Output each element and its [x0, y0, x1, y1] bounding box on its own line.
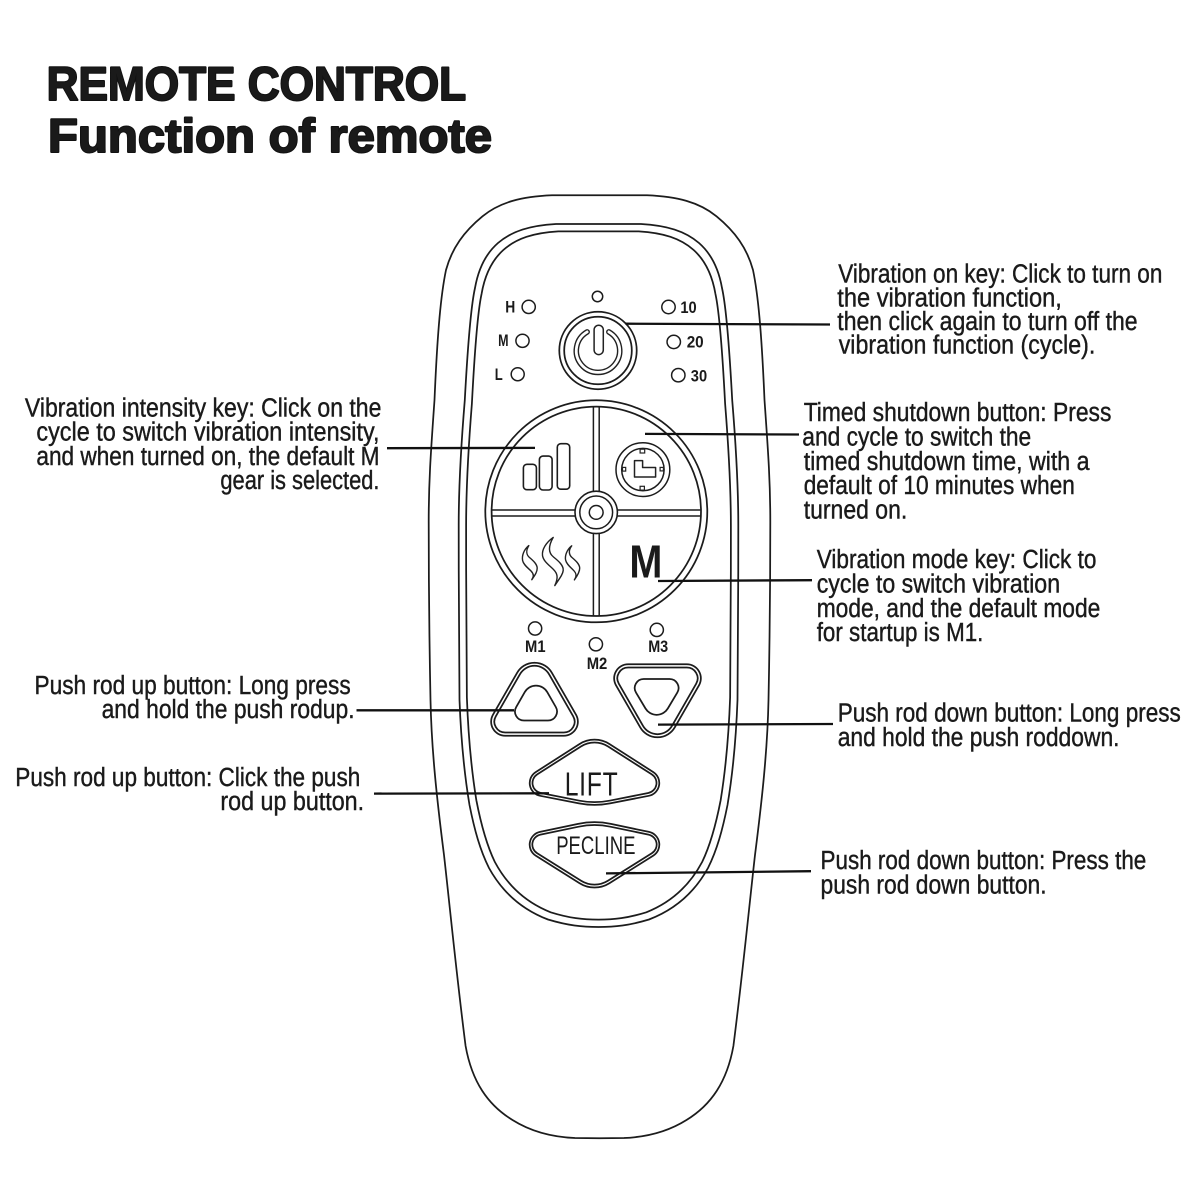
svg-text:Vibration on key: Click to tur: Vibration on key: Click to turn on: [838, 261, 1162, 289]
svg-text:M2: M2: [587, 654, 608, 673]
svg-text:vibration function (cycle).: vibration function (cycle).: [839, 332, 1096, 360]
svg-text:turned on.: turned on.: [804, 496, 908, 524]
svg-text:10: 10: [680, 298, 696, 317]
svg-text:cycle to switch vibration: cycle to switch vibration: [817, 571, 1060, 599]
svg-text:M1: M1: [525, 637, 546, 656]
svg-text:Vibration mode key: Click to: Vibration mode key: Click to: [817, 546, 1097, 574]
svg-text:and cycle to switch the: and cycle to switch the: [802, 423, 1031, 451]
svg-text:cycle to switch vibration inte: cycle to switch vibration intensity,: [36, 419, 379, 447]
svg-text:M: M: [629, 536, 662, 588]
svg-text:H: H: [505, 298, 515, 317]
svg-text:then click again to turn off t: then click again to turn off the: [837, 308, 1137, 336]
svg-text:mode, and the default mode: mode, and the default mode: [817, 595, 1101, 623]
svg-text:20: 20: [687, 333, 704, 352]
svg-text:Function of remote: Function of remote: [48, 109, 492, 162]
svg-text:and hold the push rodup.: and hold the push rodup.: [102, 696, 355, 724]
svg-text:Push rod down button: Long pre: Push rod down button: Long press: [838, 700, 1181, 728]
svg-text:and when turned on, the defaul: and when turned on, the default M: [36, 443, 379, 471]
svg-text:LIFT: LIFT: [565, 766, 619, 803]
svg-text:push rod down button.: push rod down button.: [821, 871, 1047, 899]
svg-text:and hold the push roddown.: and hold the push roddown.: [838, 724, 1120, 752]
svg-text:Push rod down button: Press th: Push rod down button: Press the: [821, 847, 1147, 875]
svg-text:Push rod up button: Long press: Push rod up button: Long press: [35, 672, 351, 700]
svg-text:30: 30: [691, 367, 707, 386]
svg-text:gear is selected.: gear is selected.: [220, 467, 379, 495]
svg-text:for startup is M1.: for startup is M1.: [817, 619, 984, 647]
svg-text:REMOTE CONTROL: REMOTE CONTROL: [47, 57, 467, 110]
svg-text:rod up button.: rod up button.: [220, 788, 364, 816]
svg-text:PECLINE: PECLINE: [556, 832, 635, 860]
svg-text:M3: M3: [648, 637, 668, 656]
svg-text:M: M: [498, 331, 508, 350]
svg-text:timed shutdown time, with a: timed shutdown time, with a: [804, 448, 1091, 476]
svg-text:Push rod up button: Click the: Push rod up button: Click the push: [15, 764, 360, 792]
svg-text:Timed shutdown button: Press: Timed shutdown button: Press: [804, 399, 1112, 427]
svg-text:Vibration intensity key: Click: Vibration intensity key: Click on the: [25, 394, 382, 422]
svg-text:the vibration function,: the vibration function,: [837, 284, 1062, 312]
svg-text:default of 10 minutes when: default of 10 minutes when: [804, 472, 1075, 500]
svg-text:L: L: [495, 365, 503, 384]
